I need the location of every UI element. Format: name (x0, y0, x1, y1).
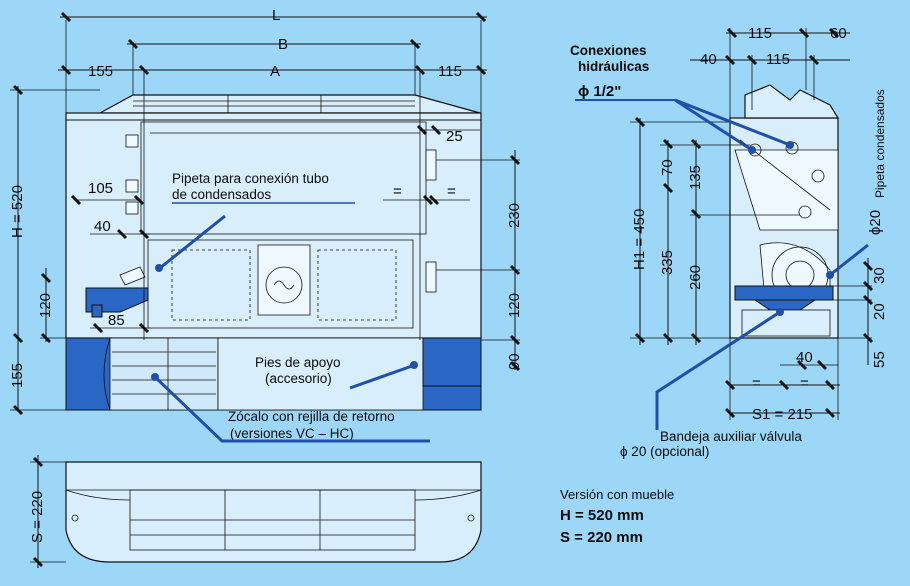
top-view: S = 220 (29, 455, 482, 568)
return-grille (109, 337, 219, 411)
label-conexiones-1: Conexiones (570, 43, 647, 58)
label-zocalo-2: (versiones VC – HC) (230, 426, 354, 441)
dim-105: 105 (88, 180, 113, 197)
dim-90: 90 (506, 353, 523, 370)
dim-230: 230 (506, 203, 523, 228)
side-dim-40: 40 (700, 51, 717, 68)
dim-40: 40 (94, 218, 111, 235)
label-zocalo-1: Zócalo con rejilla de retorno (228, 409, 395, 424)
side-dim-phi20: ϕ20 (867, 210, 884, 235)
auxiliary-tray (734, 285, 834, 301)
dim-L: L (272, 7, 280, 24)
version-box: Versión con mueble H = 520 mm S = 220 mm (560, 487, 674, 546)
side-dim-60: 60 (830, 25, 847, 42)
side-dim-55: 55 (871, 351, 888, 368)
top-view-body (65, 461, 482, 563)
label-bandeja-2: ϕ 20 (opcional) (620, 444, 709, 459)
dim-120-left: 120 (37, 293, 54, 318)
motor (257, 244, 311, 316)
eq-mark-1: = (393, 183, 402, 200)
label-pipeta-conexion-1: Pipeta para conexión tubo (172, 171, 329, 186)
version-title: Versión con mueble (560, 487, 674, 502)
side-dim-335: 335 (659, 250, 676, 275)
front-labels: Pipeta para conexión tubo de condensados… (151, 171, 430, 443)
fan-housing-left (171, 249, 251, 321)
fan-housing-right (317, 249, 397, 321)
side-dim-70: 70 (659, 159, 676, 176)
dim-155-bottom: 155 (9, 363, 26, 388)
version-S: S = 220 mm (560, 529, 643, 546)
dim-85: 85 (108, 312, 125, 329)
dim-B: B (278, 36, 288, 53)
side-dim-30: 30 (871, 267, 888, 284)
side-dim-40b: 40 (796, 349, 813, 366)
dim-120-right: 120 (506, 293, 523, 318)
side-dim-H1: H1 = 450 (631, 209, 648, 270)
dim-S-220: S = 220 (29, 491, 46, 543)
side-dim-260: 260 (687, 265, 704, 290)
side-dim-S1: S1 = 215 (752, 406, 812, 423)
label-phi-half: ϕ 1/2" (578, 83, 621, 100)
label-pipeta-conexion-2: de condensados (172, 187, 271, 202)
label-conexiones-2: hidráulicas (578, 59, 649, 74)
front-dimensions: L B 155 A 115 H = 520 155 120 105 (9, 7, 523, 416)
side-eq-1: = (752, 375, 761, 392)
dim-right-115: 115 (438, 63, 462, 80)
eq-mark-2: = (447, 183, 456, 200)
dim-25: 25 (446, 128, 463, 145)
side-labels: Conexiones hidráulicas ϕ 1/2" Pipeta con… (570, 43, 887, 459)
version-H: H = 520 mm (560, 507, 644, 524)
label-bandeja-1: Bandeja auxiliar válvula (660, 429, 802, 444)
label-pies-1: Pies de apoyo (255, 355, 341, 370)
side-eq-2: = (800, 375, 809, 392)
label-pipeta-condensados: Pipeta condensados (873, 89, 887, 198)
dim-A: A (270, 63, 280, 80)
condensate-pipe (119, 266, 146, 286)
side-dim-115a: 115 (748, 25, 772, 42)
side-dim-20: 20 (871, 303, 888, 320)
side-dim-115b: 115 (766, 51, 790, 68)
label-pies-2: (accesorio) (265, 371, 332, 386)
top-grille (99, 94, 481, 114)
side-dimensions: 115 60 40 115 H1 = 450 70 335 135 260 (630, 25, 888, 423)
dim-H-520: H = 520 (9, 185, 26, 238)
dim-left-155: 155 (88, 63, 113, 80)
support-foot (422, 337, 482, 387)
side-view (729, 84, 840, 339)
side-dim-135: 135 (687, 165, 704, 190)
